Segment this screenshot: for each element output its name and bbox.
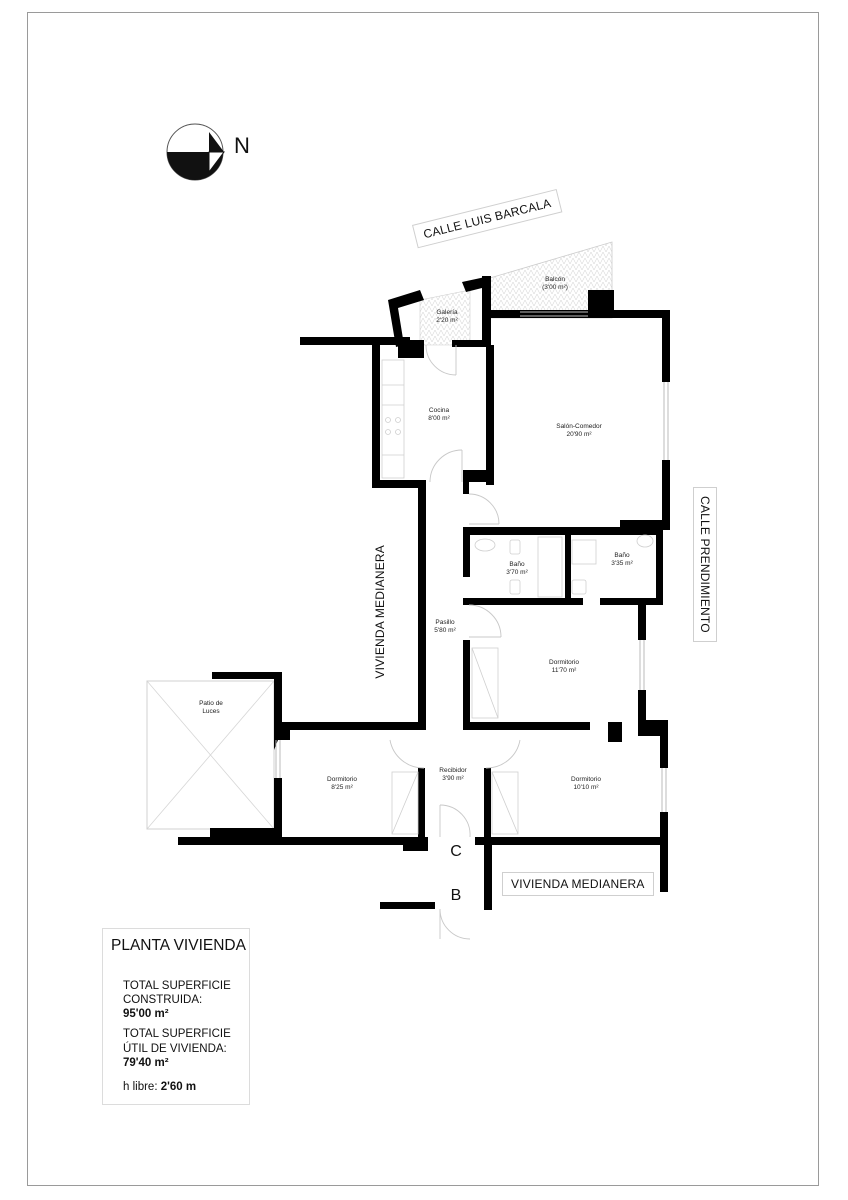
north-label: N: [234, 133, 250, 158]
room-area: 5'80 m²: [434, 627, 456, 634]
room-pasillo: Pasillo 5'80 m²: [434, 619, 455, 635]
street-label-right: CALLE PRENDIMIENTO: [693, 487, 717, 642]
built-area-label-1: TOTAL SUPERFICIE: [123, 980, 231, 992]
legend-title: PLANTA VIVIENDA: [111, 937, 246, 954]
entrance-b-label: B: [445, 885, 467, 907]
height-row: h libre: 2'60 m: [123, 1080, 196, 1094]
room-area: Luces: [202, 708, 220, 715]
room-name: Patio de: [199, 700, 223, 707]
room-name: Recibidor: [439, 767, 467, 774]
light-well: [146, 680, 275, 830]
room-name: Dormitorio: [327, 776, 357, 783]
windows: [275, 311, 669, 812]
walls: [178, 276, 670, 910]
room-galeria: Galería 2'20 m²: [436, 309, 457, 325]
room-name: Baño: [509, 561, 525, 568]
room-dormitorio-1: Dormitorio 11'70 m²: [549, 659, 579, 675]
room-area: 3'35 m²: [611, 560, 633, 567]
room-bano-1: Baño 3'70 m²: [506, 561, 527, 577]
useful-area-label-2: ÚTIL DE VIVIENDA:: [123, 1043, 227, 1055]
door-swings: [389, 344, 521, 940]
neighbor-label-left: VIVIENDA MEDIANERA: [368, 536, 392, 688]
height-label: h libre:: [123, 1081, 158, 1093]
room-cocina: Cocina 8'00 m²: [428, 407, 449, 423]
room-name: Dormitorio: [571, 776, 601, 783]
room-name: Galería: [436, 309, 458, 316]
useful-area-label-1: TOTAL SUPERFICIE: [123, 1028, 231, 1040]
room-area: 3'90 m²: [442, 775, 464, 782]
page-border: [27, 12, 819, 1186]
room-name: Salón-Comedor: [556, 423, 602, 430]
room-area: 8'00 m²: [428, 415, 450, 422]
room-area: 2'20 m²: [436, 317, 458, 324]
built-area-label-2: CONSTRUIDA:: [123, 994, 203, 1006]
legend-box: PLANTA VIVIENDA TOTAL SUPERFICIE CONSTRU…: [102, 928, 250, 1105]
room-name: Balcón: [545, 276, 565, 283]
room-name: Pasillo: [435, 619, 455, 626]
room-patio-luces: Patio de Luces: [199, 700, 223, 716]
room-balcon: Balcón (3'00 m²): [542, 276, 568, 292]
room-area: 20'90 m²: [566, 431, 592, 438]
neighbor-label-bottom: VIVIENDA MEDIANERA: [502, 872, 654, 896]
room-salon-comedor: Salón-Comedor 20'90 m²: [556, 423, 602, 439]
room-dormitorio-2: Dormitorio 8'25 m²: [327, 776, 357, 792]
room-area: 8'25 m²: [331, 784, 353, 791]
useful-area-value: 79'40 m²: [123, 1057, 169, 1069]
room-name: Dormitorio: [549, 659, 579, 666]
room-bano-2: Baño 3'35 m²: [611, 552, 632, 568]
room-name: Cocina: [428, 407, 450, 414]
room-name: Baño: [614, 552, 630, 559]
room-dormitorio-3: Dormitorio 10'10 m²: [571, 776, 601, 792]
room-area: 11'70 m²: [551, 667, 577, 674]
compass-icon: [166, 123, 225, 181]
room-area: 10'10 m²: [573, 784, 599, 791]
entrance-c-label: C: [445, 841, 467, 863]
fixtures: [381, 359, 654, 835]
room-recibidor: Recibidor 3'90 m²: [439, 767, 466, 783]
built-area-value: 95'00 m²: [123, 1008, 169, 1020]
room-area: 3'70 m²: [506, 569, 528, 576]
height-value: 2'60 m: [160, 1081, 197, 1093]
room-area: (3'00 m²): [542, 284, 568, 291]
